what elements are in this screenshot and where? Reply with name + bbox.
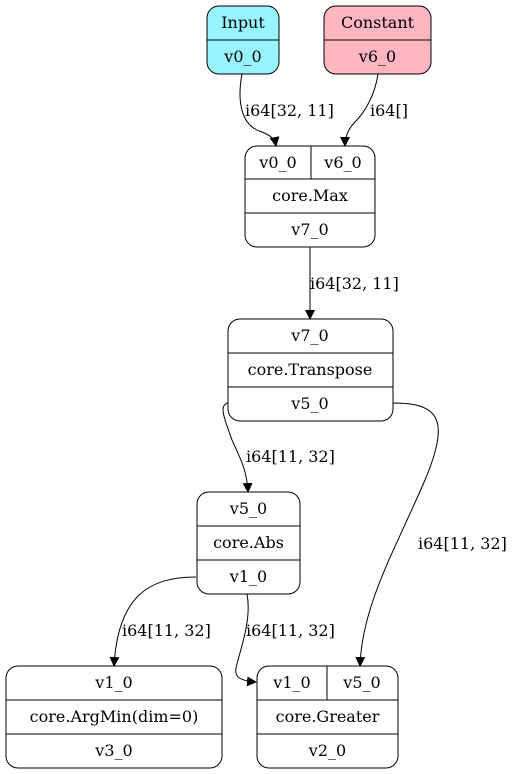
node-input[interactable]: Input v0_0: [206, 5, 280, 75]
node-input-title: Input: [221, 13, 265, 32]
node-constant-title: Constant: [341, 13, 415, 32]
node-argmin-input: v1_0: [94, 673, 132, 692]
node-transpose-op: core.Transpose: [248, 360, 373, 379]
node-max[interactable]: v0_0 v6_0 core.Max v7_0: [244, 145, 376, 248]
node-constant-output: v6_0: [358, 47, 396, 66]
node-abs-op: core.Abs: [213, 533, 284, 552]
node-argmin-op: core.ArgMin(dim=0): [30, 707, 199, 726]
edge-label-input-max: i64[32, 11]: [245, 101, 334, 120]
node-greater-output: v2_0: [308, 741, 346, 760]
edge-label-max-transpose: i64[32, 11]: [310, 274, 399, 293]
node-input-output: v0_0: [223, 47, 261, 66]
edge-label-transpose-greater: i64[11, 32]: [418, 534, 507, 553]
node-argmin[interactable]: v1_0 core.ArgMin(dim=0) v3_0: [5, 665, 223, 769]
node-greater-input-1: v1_0: [272, 673, 310, 692]
node-transpose-output: v5_0: [290, 394, 328, 413]
node-greater-op: core.Greater: [276, 707, 380, 726]
node-abs-output: v1_0: [229, 567, 267, 586]
node-abs-input: v5_0: [229, 499, 267, 518]
node-max-output: v7_0: [290, 220, 328, 239]
node-max-input-2: v6_0: [323, 153, 361, 172]
node-greater-input-2: v5_0: [342, 673, 380, 692]
edge-label-abs-argmin: i64[11, 32]: [122, 621, 211, 640]
edge-label-constant-max: i64[]: [370, 101, 408, 120]
node-constant[interactable]: Constant v6_0: [323, 5, 432, 75]
edge-max-to-transpose: i64[32, 11]: [305, 247, 399, 320]
edge-transpose-to-abs: i64[11, 32]: [222, 402, 335, 493]
edge-input-to-max: i64[32, 11]: [239, 73, 334, 147]
edge-abs-to-argmin: i64[11, 32]: [109, 576, 211, 667]
node-max-input-1: v0_0: [258, 153, 296, 172]
edge-label-transpose-abs: i64[11, 32]: [246, 447, 335, 466]
node-max-op: core.Max: [272, 186, 348, 205]
node-transpose-input: v7_0: [290, 326, 328, 345]
edge-constant-to-max: i64[]: [340, 73, 408, 147]
node-argmin-output: v3_0: [94, 741, 132, 760]
edge-abs-to-greater: i64[11, 32]: [235, 593, 335, 687]
node-abs[interactable]: v5_0 core.Abs v1_0: [196, 491, 301, 595]
node-greater[interactable]: v1_0 v5_0 core.Greater v2_0: [256, 665, 399, 769]
edge-label-abs-greater: i64[11, 32]: [246, 621, 335, 640]
node-transpose[interactable]: v7_0 core.Transpose v5_0: [227, 318, 394, 422]
edge-transpose-to-greater: i64[11, 32]: [355, 402, 507, 667]
